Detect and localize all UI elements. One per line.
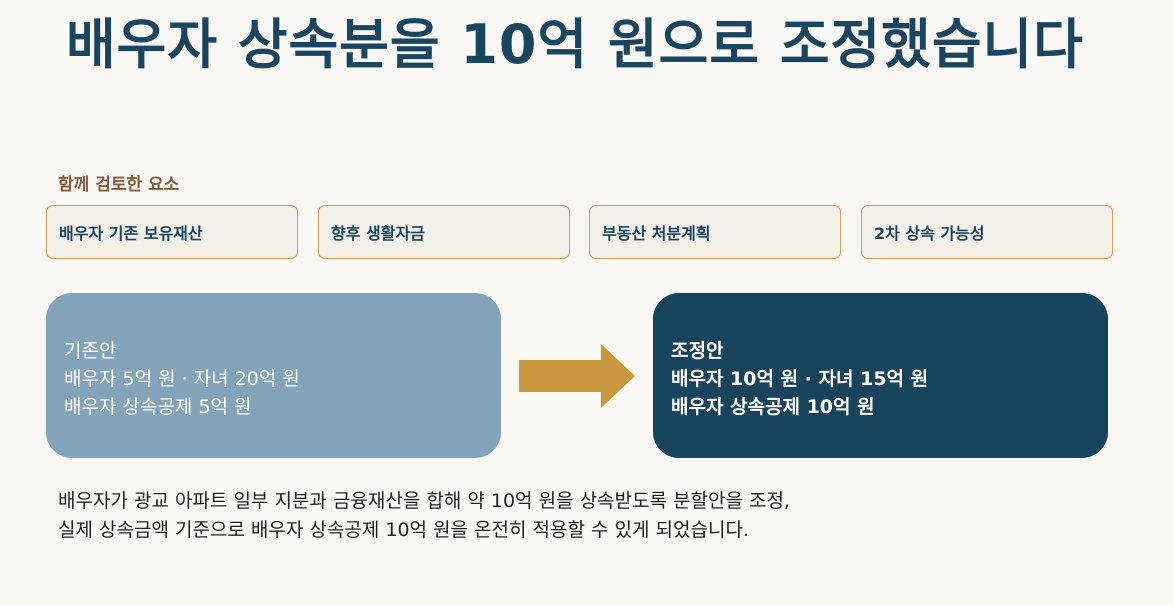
summary-line-2: 실제 상속금액 기준으로 배우자 상속공제 10억 원을 온전히 적용할 수 있… [58, 519, 749, 541]
right-arrow-icon [519, 344, 635, 408]
original-plan-heading: 기존안 [64, 340, 117, 362]
adjusted-plan-heading: 조정안 [671, 340, 724, 362]
adjusted-plan-split: 배우자 10억 원 · 자녀 15억 원 [671, 368, 929, 390]
page-title: 배우자 상속분을 10억 원으로 조정했습니다 [66, 13, 1084, 76]
summary-text: 배우자가 광교 아파트 일부 지분과 금융재산을 합해 약 10억 원을 상속받… [58, 487, 1138, 545]
factor-spouse-assets: 배우자 기존 보유재산 [46, 205, 298, 259]
adjusted-plan-box: 조정안 배우자 10억 원 · 자녀 15억 원 배우자 상속공제 10억 원 [653, 293, 1108, 458]
summary-line-1: 배우자가 광교 아파트 일부 지분과 금융재산을 합해 약 10억 원을 상속받… [58, 490, 790, 512]
factor-living-funds: 향후 생활자금 [318, 205, 570, 259]
factor-real-estate-plan: 부동산 처분계획 [589, 205, 841, 259]
original-plan-box: 기존안 배우자 5억 원 · 자녀 20억 원 배우자 상속공제 5억 원 [46, 293, 501, 458]
adjusted-plan-deduction: 배우자 상속공제 10억 원 [671, 396, 875, 418]
original-plan-split: 배우자 5억 원 · 자녀 20억 원 [64, 368, 300, 390]
factors-label: 함께 검토한 요소 [58, 175, 180, 195]
original-plan-deduction: 배우자 상속공제 5억 원 [64, 396, 252, 418]
factor-secondary-inheritance: 2차 상속 가능성 [861, 205, 1113, 259]
